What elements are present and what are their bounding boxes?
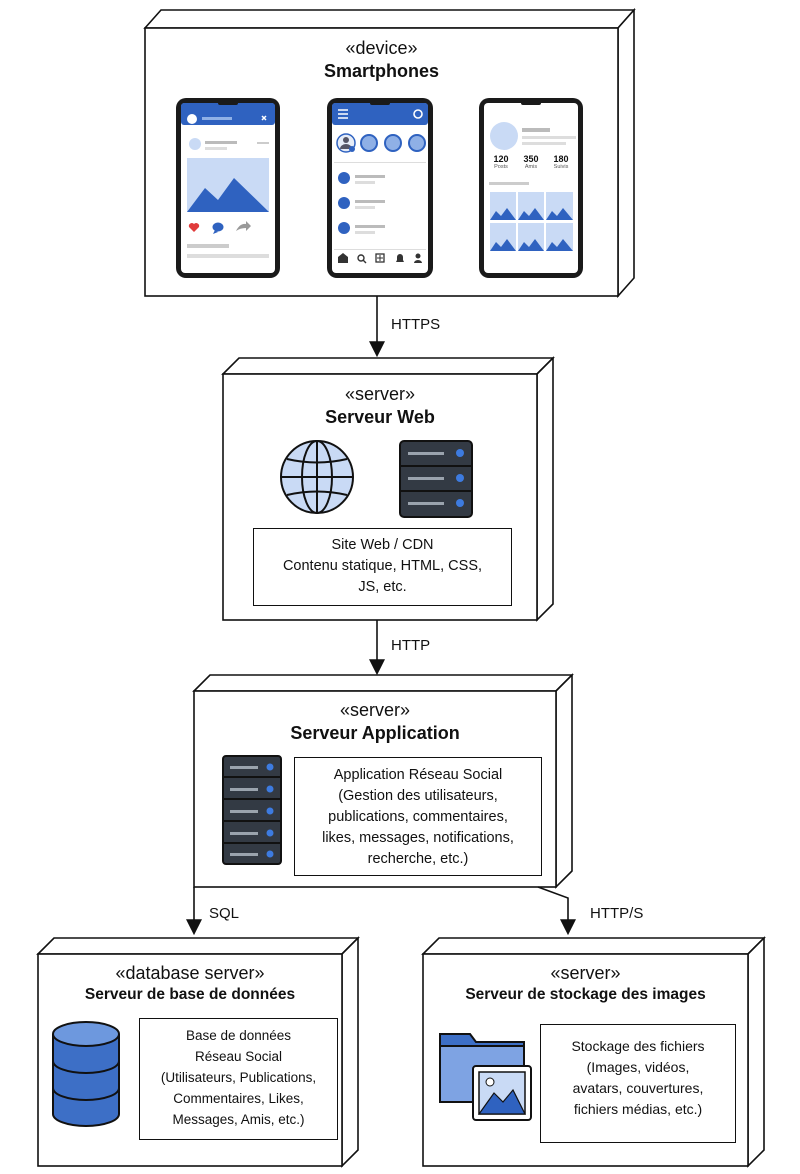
stereotype: «database server» — [115, 963, 265, 983]
web-artifact: Site Web / CDN Contenu statique, HTML, C… — [253, 528, 512, 606]
phone-friends — [327, 98, 433, 278]
node-title: Serveur Application — [290, 723, 460, 743]
artifact-line: recherche, etc.) — [367, 851, 469, 867]
artifact-line: (Utilisateurs, Publications, — [160, 1070, 317, 1085]
artifact-line: Réseau Social — [194, 1049, 283, 1064]
sql-label: SQL — [209, 905, 240, 922]
following-label: Suivis — [553, 164, 569, 170]
artifact-line: (Gestion des utilisateurs, — [338, 788, 498, 804]
node-title: Serveur de stockage des images — [465, 986, 706, 1003]
artifact-line: Commentaires, Likes, — [173, 1091, 304, 1106]
phone-feed — [176, 98, 280, 278]
friends-count: 350 — [523, 154, 539, 164]
db-server-label: «database server» Serveur de base de don… — [38, 963, 342, 1004]
http-label: HTTP — [391, 637, 431, 654]
node-title: Serveur de base de données — [84, 986, 296, 1003]
folder-image-icon — [439, 1033, 532, 1121]
storage-server-label: «server» Serveur de stockage des images — [423, 963, 748, 1004]
stereotype: «server» — [339, 700, 411, 720]
artifact-line: Messages, Amis, etc.) — [172, 1112, 305, 1127]
user-icon — [414, 253, 422, 263]
node-title: Smartphones — [323, 61, 440, 81]
web-server-label: «server» Serveur Web — [223, 384, 537, 428]
stereotype: «device» — [345, 38, 418, 58]
artifact-line: Application Réseau Social — [333, 767, 503, 783]
artifact-line: Stockage des fichiers — [571, 1038, 705, 1054]
https-storage-connector — [537, 886, 576, 936]
server-rack-icon — [399, 440, 473, 518]
artifact-line: likes, messages, notifications, — [322, 830, 514, 846]
posts-count: 120 — [493, 154, 509, 164]
database-icon — [52, 1021, 120, 1127]
smartphones-label: «device» Smartphones — [145, 38, 618, 82]
stereotype: «server» — [344, 384, 416, 404]
app-server-label: «server» Serveur Application — [194, 700, 556, 744]
home-icon — [338, 253, 348, 263]
https-storage-label: HTTP/S — [590, 905, 644, 922]
bell-icon — [396, 254, 404, 262]
server-rack-icon — [222, 755, 282, 865]
artifact-line: JS, etc. — [358, 579, 407, 595]
phone-profile — [479, 98, 583, 278]
storage-artifact: Stockage des fichiers (Images, vidéos, a… — [540, 1024, 736, 1143]
artifact-line: Base de données — [185, 1028, 292, 1043]
https-label: HTTPS — [391, 316, 441, 333]
following-count: 180 — [553, 154, 569, 164]
share-icon — [261, 115, 267, 121]
stereotype: «server» — [550, 963, 621, 983]
posts-label: Posts — [494, 164, 508, 170]
globe-icon — [280, 440, 354, 514]
comment-icon — [212, 222, 224, 234]
artifact-line: (Images, vidéos, — [586, 1059, 690, 1075]
app-artifact: Application Réseau Social (Gestion des u… — [294, 757, 542, 876]
artifact-line: Contenu statique, HTML, CSS, — [282, 558, 483, 574]
search-icon — [357, 254, 367, 264]
friends-label: Amis — [524, 164, 538, 170]
artifact-line: avatars, couvertures, — [572, 1080, 704, 1096]
db-artifact: Base de données Réseau Social (Utilisate… — [139, 1018, 338, 1140]
node-title: Serveur Web — [325, 407, 435, 427]
artifact-line: fichiers médias, etc.) — [573, 1101, 703, 1117]
artifact-line: publications, commentaires, — [328, 809, 508, 825]
artifact-line: Site Web / CDN — [331, 537, 434, 553]
heart-icon — [188, 223, 200, 232]
